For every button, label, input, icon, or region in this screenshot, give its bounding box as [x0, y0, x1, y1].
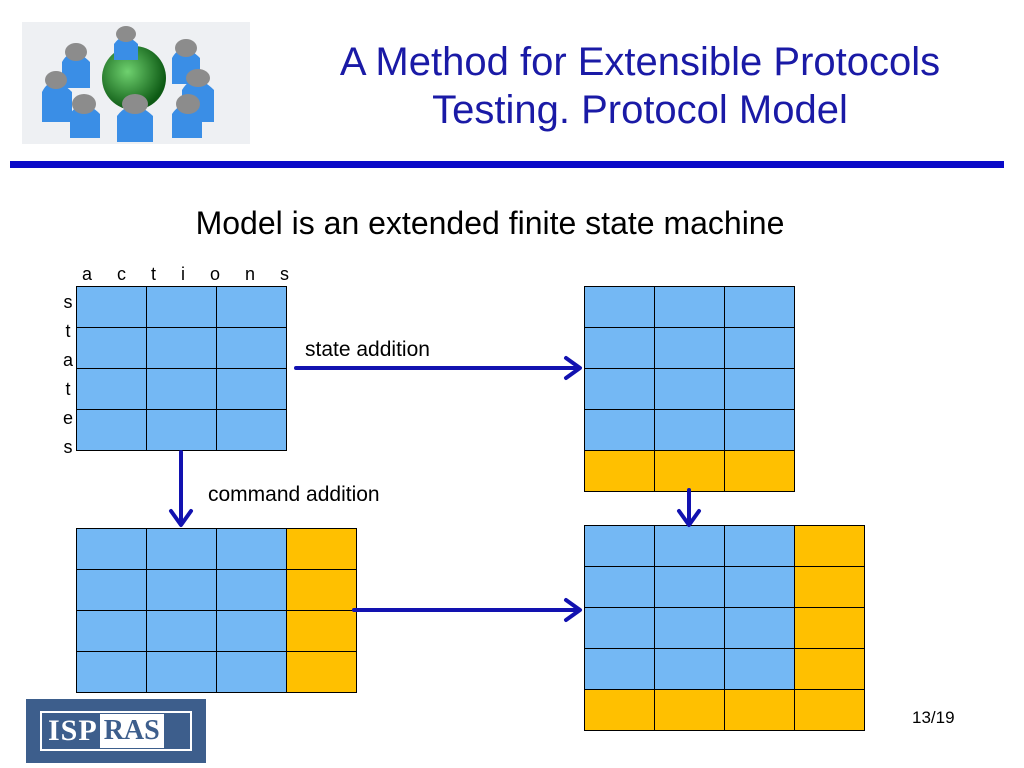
page-number: 13/19 [912, 708, 955, 728]
ispras-logo-isp: ISP [42, 714, 98, 748]
command-addition-arrow [171, 452, 191, 525]
state-addition-label: state addition [305, 338, 430, 362]
command-addition-label: command addition [208, 483, 380, 507]
bottom-right-arrow [354, 600, 580, 620]
right-down-arrow [679, 490, 699, 525]
ispras-logo: ISP RAS [26, 699, 206, 763]
ispras-logo-frame: ISP RAS [40, 711, 192, 751]
ispras-logo-ras: RAS [100, 714, 164, 748]
